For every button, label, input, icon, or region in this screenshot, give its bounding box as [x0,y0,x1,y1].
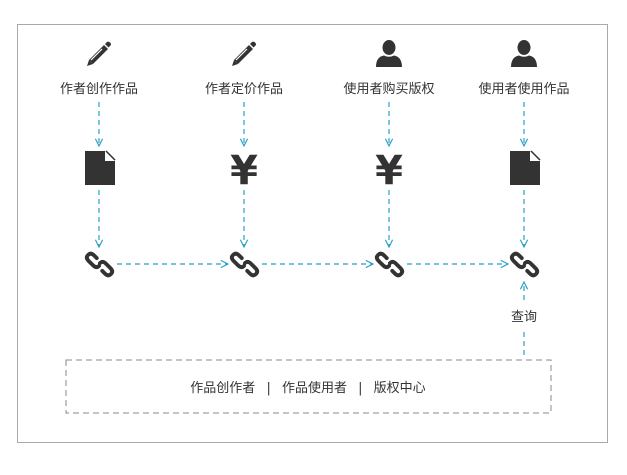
bottom-box: 作品创作者 | 作品使用者 | 版权中心 [65,359,552,414]
step-column-2: 作者定价作品 ¥ [205,40,283,278]
bottom-box-text: 作品创作者 | 作品使用者 | 版权中心 [190,380,425,396]
yen-icon: ¥ [230,148,258,194]
document-icon [84,150,116,186]
user-icon [376,40,402,67]
user-icon [511,40,537,67]
diagram-frame [17,24,608,443]
yen-icon: ¥ [375,148,403,194]
step-column-3: 使用者购买版权 ¥ [343,40,435,278]
separator: | [358,381,362,396]
step-label-2: 作者定价作品 [205,82,283,97]
chain-link-icon [84,251,115,278]
step-column-4: 使用者使用作品 [478,40,570,278]
chain-link-icon [509,251,540,278]
query-label: 查询 [511,310,537,325]
step-column-1: 作者创作作品 [60,40,138,278]
chain-link-icon [229,251,260,278]
step-label-3: 使用者购买版权 [343,81,434,97]
separator: | [266,381,270,396]
pencil-icon [231,40,257,67]
document-icon [509,150,541,186]
pencil-icon [86,40,112,67]
step-label-4: 使用者使用作品 [478,81,569,97]
bottom-item-copyright-center: 版权中心 [374,380,426,396]
chain-link-icon [374,251,405,278]
vertical-arrows [99,102,524,355]
bottom-dashed-box [65,359,552,414]
bottom-item-creator: 作品创作者 [190,381,255,396]
step-label-1: 作者创作作品 [60,82,138,97]
bottom-item-user: 作品使用者 [282,380,347,396]
